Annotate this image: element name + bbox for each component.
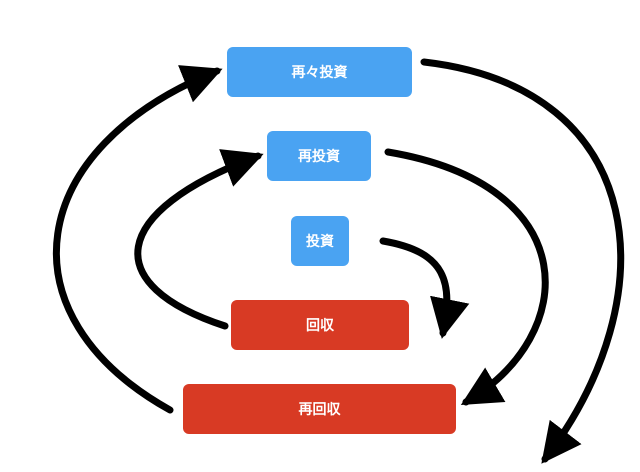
node-kaishu: 回収 — [231, 300, 409, 350]
node-sai-toshi: 再投資 — [267, 131, 371, 181]
node-toshi: 投資 — [291, 216, 349, 266]
arrow-sai-toshi-to-sai-kaishu — [384, 148, 549, 406]
arrow-kaishu-to-sai-toshi — [134, 149, 264, 330]
arrow-toshi-to-kaishu — [379, 237, 470, 339]
node-label: 再回収 — [298, 402, 341, 418]
arrow-saisai-toshi-onward — [420, 58, 625, 464]
node-saisai-toshi: 再々投資 — [227, 47, 412, 97]
node-label: 再投資 — [298, 149, 340, 165]
node-sai-kaishu: 再回収 — [183, 384, 456, 434]
arrow-sai-kaishu-to-saisai-toshi — [52, 65, 223, 414]
node-label: 回収 — [306, 318, 334, 334]
node-label: 投資 — [306, 234, 334, 250]
node-label: 再々投資 — [291, 65, 348, 81]
